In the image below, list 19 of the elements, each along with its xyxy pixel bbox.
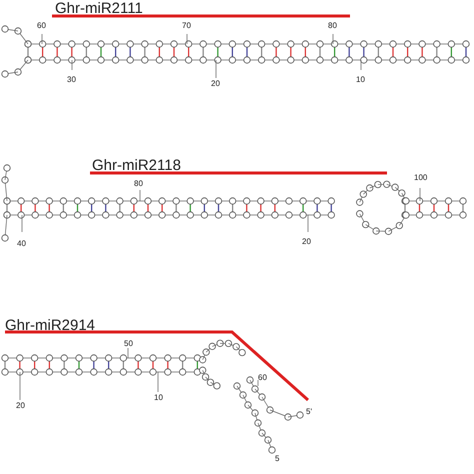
mirna-name: Ghr-miR2914 xyxy=(5,318,96,333)
position-number: 100 xyxy=(414,174,428,182)
position-number: 40 xyxy=(17,240,26,248)
position-number: 20 xyxy=(16,402,25,410)
position-number: 60 xyxy=(37,22,46,30)
mirna-name: Ghr-miR2118 xyxy=(92,158,181,173)
position-number: 5' xyxy=(306,408,312,416)
position-number: 50 xyxy=(124,340,133,348)
position-number: 10 xyxy=(154,394,163,402)
position-number: 20 xyxy=(211,80,220,88)
position-number: 60 xyxy=(258,374,267,382)
mirna-name: Ghr-miR2111 xyxy=(55,1,143,16)
position-number: 80 xyxy=(328,22,337,30)
position-number: 30 xyxy=(67,76,76,84)
position-number: 80 xyxy=(134,180,143,188)
position-number: 10 xyxy=(356,76,365,84)
position-number: 20 xyxy=(302,238,311,246)
position-number: 70 xyxy=(182,22,191,30)
position-number: 5 xyxy=(275,455,280,463)
